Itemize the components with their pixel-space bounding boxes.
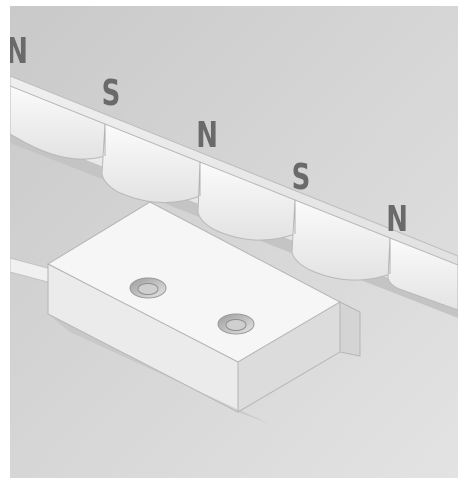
- pole-label-2: S: [102, 76, 121, 112]
- pole-label-1: N: [10, 34, 28, 70]
- magnet-sensor-diagram: N S N S N: [10, 6, 458, 478]
- pole-label-5: N: [386, 202, 408, 238]
- sensor-mount-tab: [340, 302, 360, 356]
- pole-label-4: S: [292, 160, 311, 196]
- pole-label-3: N: [196, 118, 218, 154]
- mounting-hole-icon: [218, 314, 254, 334]
- diagram-illustration: [10, 6, 458, 478]
- mounting-hole-icon: [130, 278, 166, 298]
